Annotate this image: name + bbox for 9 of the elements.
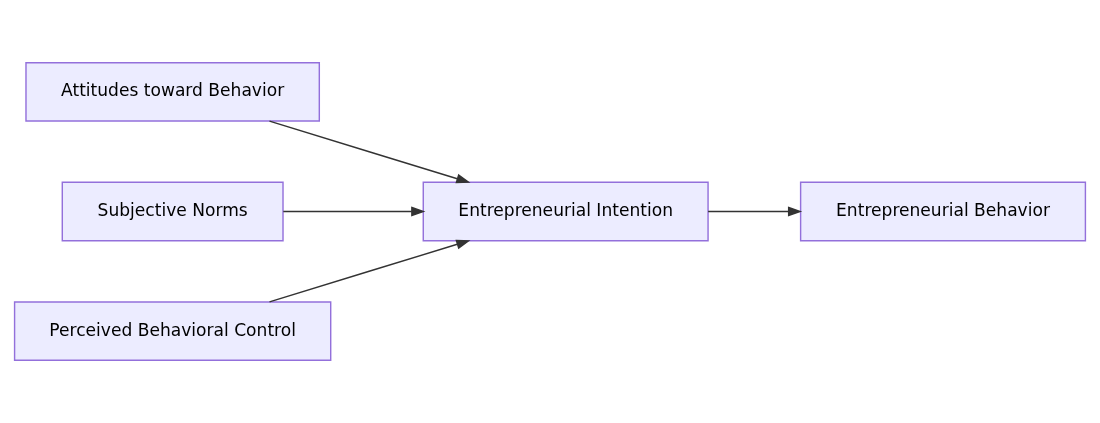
node-box: Attitudes toward Behavior [25, 62, 321, 122]
arrow [707, 206, 803, 217]
arrow [268, 239, 471, 303]
node-box: Subjective Norms [61, 181, 284, 242]
node-box: Entrepreneurial Intention [422, 181, 709, 242]
node-box: Entrepreneurial Behavior [799, 181, 1087, 242]
arrow [282, 206, 426, 217]
arrow [268, 120, 471, 184]
node-box: Perceived Behavioral Control [13, 301, 332, 361]
